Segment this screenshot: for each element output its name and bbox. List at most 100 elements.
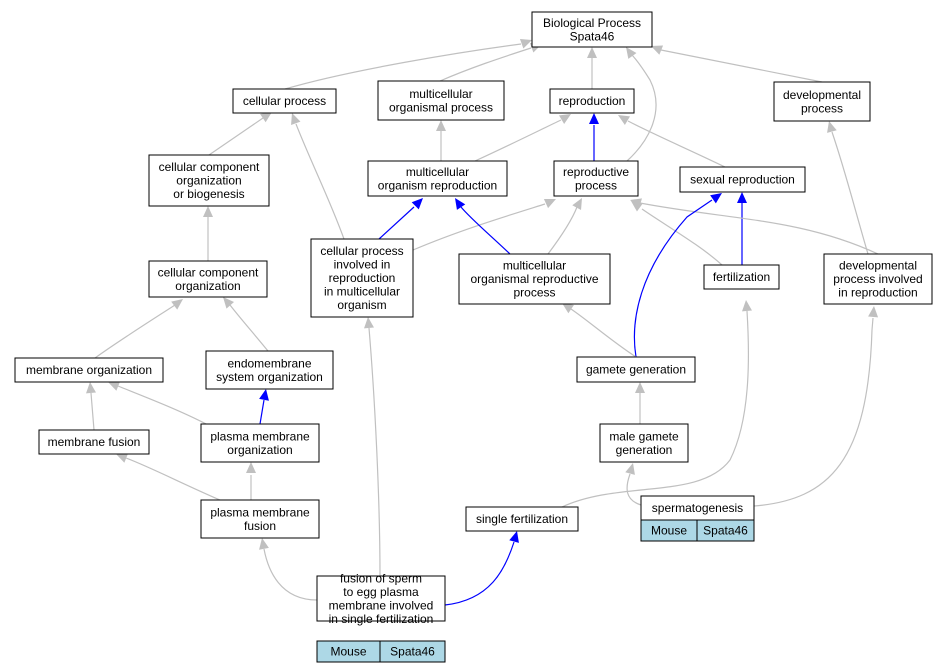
node-developmental-process-label-line: process (801, 101, 843, 115)
node-fertilization[interactable]: fertilization (703, 264, 780, 290)
edge-mo-reproduction-reproduction-arrowhead (558, 114, 571, 124)
edge-fusion-cp-involved-arrowhead (364, 317, 374, 329)
edge-mo-reproduction-mo-process-arrowhead (436, 120, 446, 131)
node-reproduction[interactable]: reproduction (549, 88, 635, 114)
edge-dev-involved-reproductive-arrowhead (630, 198, 642, 208)
node-cp-involved-label-line: organism (337, 298, 386, 312)
edge-cp-involved-cellular-process-arrowhead (291, 113, 301, 126)
edge-reproductive-process-root-arrowhead (626, 47, 637, 59)
node-pm-org-box (200, 423, 320, 463)
edge-reproductive-reproduction (589, 113, 599, 161)
node-single-fert-box (465, 506, 579, 532)
node-reproduction-box (549, 88, 635, 114)
node-endomembrane-label-line: system organization (216, 370, 323, 384)
node-cco-label-line: cellular component (158, 265, 259, 279)
node-pm-org-label-line: plasma membrane (210, 429, 310, 443)
node-sexual-reproduction-box (679, 166, 806, 193)
edge-pm-fusion-membrane-fusion-arrowhead (116, 453, 129, 463)
edge-pm-org-membrane-org-arrowhead (108, 381, 121, 391)
node-endomembrane-label-line: endomembrane (227, 356, 311, 370)
node-fusion-sperm-box (316, 575, 446, 622)
node-multicellular-organismal-process-label-line: organismal process (389, 100, 493, 114)
node-reproduction-label-line: reproduction (559, 94, 626, 108)
edge-cp-involved-reproductive-arrowhead (543, 199, 556, 209)
edge-developmental-root-arrowhead (651, 45, 664, 55)
node-cco-label-line: organization (175, 279, 240, 293)
node-sexual-reproduction-label-line: sexual reproduction (690, 173, 795, 187)
edge-cco-ccob (203, 206, 213, 261)
node-gamete-gen-label-line: gamete generation (586, 363, 686, 377)
edge-mo-reproduction-mo-process (436, 120, 446, 161)
edge-reproductive-process-root (626, 47, 657, 162)
node-membrane-org[interactable]: membrane organization (14, 357, 164, 383)
node-root-label-line: Spata46 (570, 29, 615, 43)
edge-mo-reproduction-reproduction (474, 114, 571, 162)
edge-cellular-process-root (284, 39, 532, 90)
node-membrane-org-label-line: membrane organization (26, 363, 152, 377)
node-gamete-gen[interactable]: gamete generation (576, 356, 696, 383)
edge-pm-fusion-pm-org (246, 462, 256, 500)
edge-gamete-gen-morp-arrowhead (562, 303, 574, 314)
edge-cellular-process-root-arrowhead (519, 39, 532, 49)
node-pm-fusion-box (200, 499, 320, 539)
node-male-gamete-label-line: generation (616, 443, 673, 457)
node-dev-involved-label-line: in reproduction (838, 286, 917, 300)
node-fertilization-box (703, 264, 780, 290)
node-membrane-fusion[interactable]: membrane fusion (38, 429, 150, 455)
node-single-fert[interactable]: single fertilization (465, 506, 579, 532)
node-sexual-reproduction[interactable]: sexual reproduction (679, 166, 806, 193)
node-reproductive-process-label-line: reproductive (563, 165, 629, 179)
edge-pm-org-membrane-org (108, 381, 211, 427)
node-ccob-label-line: organization (176, 174, 241, 188)
node-mo-reproduction-box (367, 160, 508, 197)
edge-membrane-fusion-membrane-org (86, 382, 96, 431)
node-multicellular-organismal-process-box (377, 80, 505, 121)
edge-cp-involved-cellular-process (291, 113, 345, 240)
edge-reproduction-root-arrowhead (587, 47, 597, 58)
node-male-gamete-label-line: male gamete (609, 429, 679, 443)
node-dev-involved-label-line: developmental (839, 259, 917, 273)
edge-developmental-root (651, 45, 823, 83)
edge-pm-fusion-membrane-fusion (116, 453, 221, 501)
node-endomembrane-box (205, 350, 334, 390)
node-fusion-sperm-label-line: fusion of sperm (340, 571, 422, 585)
edge-fusion-pm-fusion (259, 538, 318, 601)
node-fusion-sperm-gene-cell-label: Spata46 (390, 645, 435, 659)
node-fusion-sperm-gene-cell (379, 640, 446, 663)
node-root-box (531, 11, 653, 48)
edge-cp-involved-reproductive (412, 199, 556, 251)
node-male-gamete-box (599, 423, 689, 463)
edge-gamete-gen-morp (562, 303, 637, 358)
node-pm-org-label-line: organization (227, 443, 292, 457)
edge-dev-involved-developmental-arrowhead (827, 121, 837, 133)
node-fusion-sperm-label-line: in single fertilization (329, 612, 434, 626)
node-pm-fusion-label-line: fusion (244, 519, 276, 533)
edge-fusion-single-fert (444, 531, 519, 606)
edge-endomembrane-cco-arrowhead (223, 297, 235, 309)
node-cco-box (148, 260, 268, 298)
edge-cp-involved-mo-reproduction-arrowhead (411, 198, 423, 210)
edge-fertilization-sexual-reproduction (737, 192, 747, 265)
edge-reproduction-root (587, 47, 597, 89)
node-developmental-process-box (773, 81, 871, 122)
node-spermatogenesis-box (640, 495, 755, 521)
node-cellular-process[interactable]: cellular process (232, 88, 337, 114)
node-membrane-fusion-box (38, 429, 150, 455)
